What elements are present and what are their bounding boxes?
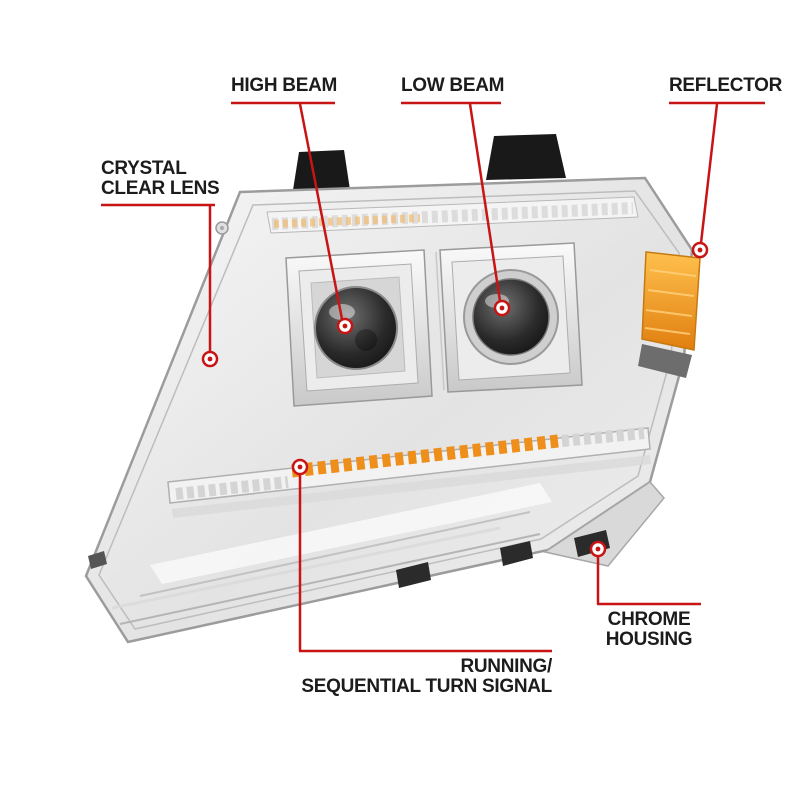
low-beam-lens	[472, 278, 550, 356]
turn-signal-strip	[167, 427, 651, 518]
mounting-tab-left	[293, 150, 350, 190]
running-signal-marker	[291, 458, 309, 476]
crystal-clear-lens-line2: CLEAR LENS	[101, 178, 220, 199]
low-beam-projector	[439, 242, 583, 393]
chrome-housing-label: CHROME HOUSING	[597, 610, 701, 650]
reflector-marker	[691, 241, 709, 259]
crystal-clear-lens-line1: CRYSTAL	[101, 158, 187, 179]
chrome-housing-line1: CHROME	[607, 609, 691, 630]
bottom-clip	[396, 562, 431, 588]
low-beam-marker	[493, 299, 511, 317]
crystal-clear-lens-label: CRYSTAL CLEAR LENS	[101, 158, 220, 199]
chrome-housing-marker	[589, 540, 607, 558]
bottom-clip	[500, 541, 533, 566]
callout-markers	[201, 241, 709, 558]
high-beam-projector	[285, 249, 433, 407]
reflector-label: REFLECTOR	[669, 75, 783, 96]
mounting-tab-right	[486, 134, 566, 180]
drl-strip	[266, 196, 639, 234]
lens-reflections	[111, 483, 552, 625]
high-beam-leader-line	[298, 103, 344, 320]
bezel-divider	[435, 251, 445, 391]
crystal-clear-lens-marker	[201, 350, 219, 368]
high-beam-lens	[314, 286, 398, 370]
hardware-details	[88, 221, 533, 588]
high-beam-label: HIGH BEAM	[231, 75, 338, 96]
left-edge-notch	[88, 551, 107, 569]
amber-led-segments	[291, 434, 559, 478]
reflector-leader-line	[699, 103, 719, 244]
chrome-housing-line2: HOUSING	[605, 629, 693, 650]
callout-lines	[101, 101, 765, 653]
low-beam-label: LOW BEAM	[401, 75, 505, 96]
running-signal-line1: RUNNING/	[460, 656, 552, 677]
low-beam-leader-line	[468, 103, 502, 302]
mounting-tabs	[293, 134, 566, 190]
running-signal-line2: SEQUENTIAL TURN SIGNAL	[301, 676, 552, 697]
running-sequential-turn-signal-label: RUNNING/ SEQUENTIAL TURN SIGNAL	[300, 657, 552, 697]
high-beam-marker	[336, 317, 354, 335]
amber-reflector	[638, 251, 701, 378]
lens-inner-border	[98, 190, 680, 630]
